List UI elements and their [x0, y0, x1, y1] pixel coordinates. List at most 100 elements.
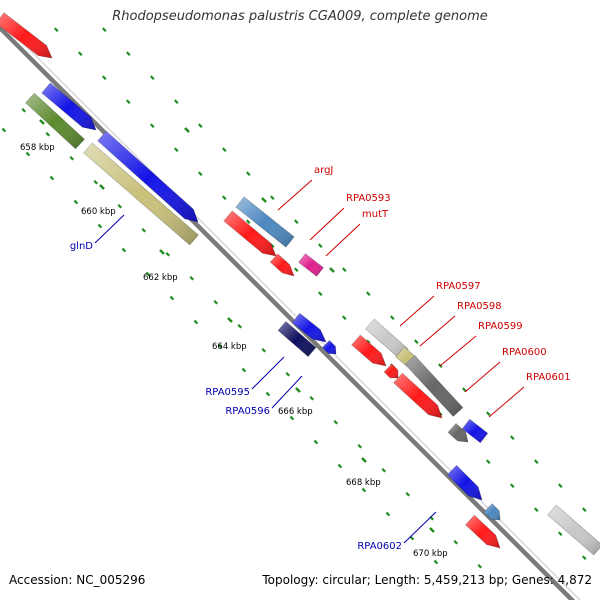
dot-track-3	[462, 387, 467, 392]
dot-track-2	[126, 99, 131, 104]
dot-track-2	[318, 291, 323, 296]
dot-track-2	[486, 459, 491, 464]
dot-track-2	[54, 27, 59, 32]
gene-bottom-gray-shade	[547, 505, 600, 555]
dot-track-3	[174, 99, 179, 104]
dot-track-0	[193, 319, 199, 325]
gene-RPA0599-shade	[405, 355, 463, 417]
gene-RPA0595-shade	[278, 321, 316, 357]
dot-track-0	[145, 271, 151, 277]
dot-track-1	[333, 420, 338, 425]
gene-RPA0596-shade	[292, 313, 326, 342]
dot-track-3	[582, 507, 587, 512]
dot-track-0	[241, 367, 247, 373]
dot-track-0	[97, 223, 103, 229]
leader-RPA0602	[403, 511, 437, 544]
dot-track-2	[582, 555, 587, 560]
gene-bottom-red-shade	[465, 515, 500, 548]
gene-label-argJ: argJ	[314, 165, 333, 176]
dot-track-1	[405, 492, 410, 497]
dot-track-0	[73, 199, 79, 205]
dot-track-1	[285, 372, 290, 377]
dot-track-3	[318, 243, 323, 248]
leader-argJ	[277, 179, 313, 211]
dot-track-0	[409, 535, 415, 541]
dot-track-1	[93, 180, 98, 185]
gene-blue-upper-shade	[41, 83, 96, 130]
dot-track-3	[414, 339, 419, 344]
scale-tick	[361, 457, 367, 463]
dot-track-3	[510, 435, 515, 440]
leader-RPA0598	[419, 315, 456, 347]
dot-track-1	[477, 564, 482, 569]
scale-label: 658 kbp	[20, 143, 55, 153]
dot-track-0	[337, 463, 343, 469]
dot-track-1	[261, 348, 266, 353]
gene-top-left-shade	[0, 12, 52, 58]
dot-track-0	[121, 247, 127, 253]
dot-track-2	[246, 219, 251, 224]
scale-tick	[227, 317, 233, 323]
scale-label: 668 kbp	[346, 478, 381, 488]
leader-RPA0596	[271, 375, 303, 409]
gene-label-RPA0596: RPA0596	[225, 406, 270, 417]
gene-RPA0601-gray-shade	[448, 423, 468, 442]
dot-track-2	[78, 51, 83, 56]
dot-track-2	[342, 315, 347, 320]
dot-track-3	[198, 123, 203, 128]
gene-RPA0602-upper-shade	[462, 419, 488, 443]
dot-track-3	[246, 171, 251, 176]
dot-track-0	[1, 127, 7, 133]
gene-RPA0600-shade	[351, 335, 386, 366]
gene-RPA0602-shade	[447, 465, 482, 500]
gene-RPA0596-small-shade	[322, 340, 336, 354]
dot-track-1	[117, 204, 122, 209]
scale-tick	[99, 184, 105, 190]
genome-backbone	[0, 23, 585, 605]
gene-glnD-shade	[97, 131, 198, 222]
gene-label-RPA0597: RPA0597	[436, 281, 481, 292]
gene-mutT-shade	[298, 253, 324, 277]
leader-RPA0599	[439, 335, 477, 367]
dot-track-0	[25, 151, 31, 157]
gene-label-RPA0600: RPA0600	[502, 347, 547, 358]
dot-track-1	[45, 132, 50, 137]
dot-track-0	[313, 439, 319, 445]
dot-track-2	[534, 507, 539, 512]
leader-mutT	[325, 223, 361, 257]
dot-track-1	[381, 468, 386, 473]
scale-label: 662 kbp	[143, 273, 178, 283]
gene-label-RPA0599: RPA0599	[478, 321, 523, 332]
gene-label-glnD: glnD	[70, 241, 93, 252]
gene-bottom-steel-shade	[483, 503, 500, 520]
dot-track-2	[102, 75, 107, 80]
gene-khaki-shade	[83, 143, 199, 245]
dot-track-0	[169, 295, 175, 301]
gene-label-RPA0595: RPA0595	[205, 387, 250, 398]
dot-track-0	[265, 391, 271, 397]
scale-tick	[184, 127, 190, 133]
gene-label-RPA0598: RPA0598	[457, 301, 502, 312]
dot-track-0	[49, 175, 55, 181]
dot-track-3	[270, 195, 275, 200]
gene-RPA0597-shade	[365, 319, 409, 359]
dot-track-0	[361, 487, 367, 493]
leader-RPA0593	[309, 207, 345, 241]
gene-RPA0601-shade	[393, 373, 442, 418]
dot-track-3	[150, 75, 155, 80]
dot-track-3	[342, 267, 347, 272]
dot-track-1	[69, 156, 74, 161]
dot-track-3	[102, 27, 107, 32]
dot-track-3	[486, 411, 491, 416]
scale-ticks	[39, 119, 435, 533]
dot-track-3	[558, 483, 563, 488]
label-leader-lines	[94, 179, 525, 544]
dot-track-3	[222, 147, 227, 152]
scale-tick	[295, 387, 301, 393]
gene-mutT-small-shade	[270, 253, 294, 276]
gene-olive-shade	[25, 93, 85, 149]
scale-label: 666 kbp	[278, 407, 313, 417]
leader-RPA0597	[399, 295, 435, 327]
dot-track-2	[222, 195, 227, 200]
